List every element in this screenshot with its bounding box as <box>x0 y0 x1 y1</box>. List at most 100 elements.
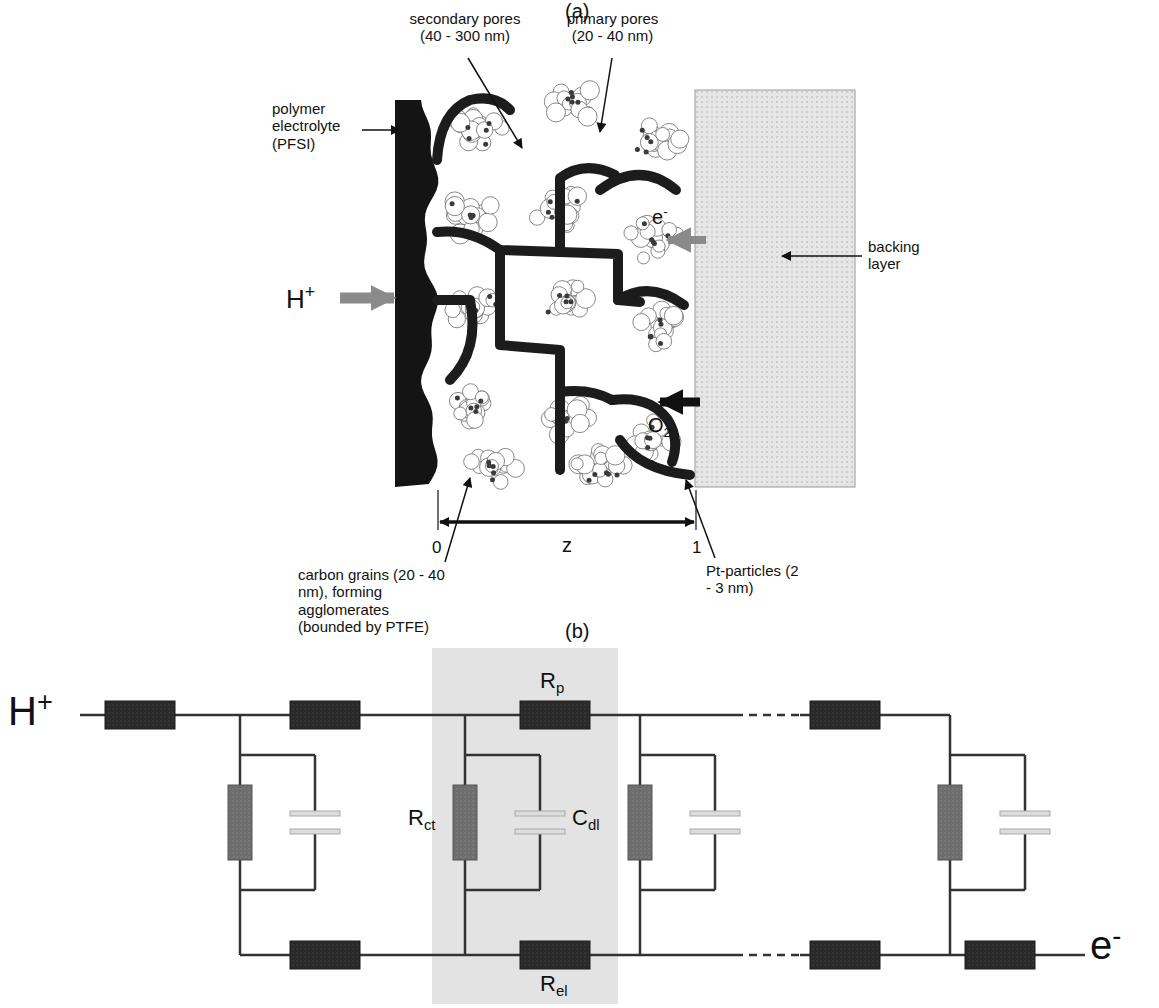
text-index: + <box>37 686 53 717</box>
pt-particle <box>565 97 570 102</box>
pt-particle <box>640 128 645 133</box>
text-index: dl <box>588 816 600 833</box>
carbon-agglomerate <box>635 118 689 160</box>
leader-line <box>686 480 715 558</box>
carbon-grain <box>593 463 607 477</box>
panel-letter: (b) <box>565 620 589 643</box>
carbon-grain <box>475 391 488 404</box>
coordinate-label: 0 <box>432 538 441 558</box>
wire <box>640 754 715 757</box>
text-index: - <box>1112 920 1121 951</box>
carbon-grain <box>561 297 573 309</box>
wire <box>950 754 1025 757</box>
component-label: Rp <box>540 668 564 697</box>
pt-particle <box>484 128 489 133</box>
wire <box>714 830 717 890</box>
resistor-symbol <box>290 701 360 729</box>
capacitor-plate <box>515 829 565 834</box>
carbon-grain <box>662 222 677 237</box>
electron-flux-arrow <box>668 236 706 244</box>
capacitor-plate <box>1000 811 1050 816</box>
pt-particle <box>474 404 479 409</box>
pt-particle <box>469 215 474 220</box>
wire <box>640 889 715 892</box>
pt-particle <box>575 100 580 105</box>
leader-line <box>600 58 612 132</box>
pt-particle <box>575 199 580 204</box>
dimension-tick <box>437 490 438 530</box>
carbon-grain <box>485 460 498 473</box>
resistor-symbol <box>290 941 360 969</box>
leader-line <box>445 478 470 562</box>
text-main: R <box>408 805 424 830</box>
part-label: carbon grains (20 - 40 nm), forming aggl… <box>298 566 450 635</box>
pt-particle <box>645 435 650 440</box>
thickness-dimension <box>440 521 694 524</box>
resistor-symbol <box>810 701 880 729</box>
text-main: R <box>540 668 556 693</box>
text-index: 2 <box>664 425 672 440</box>
pt-particle <box>478 398 483 403</box>
charge-transfer-resistor <box>228 785 252 860</box>
component-label: Rel <box>540 971 568 1000</box>
pt-particle <box>455 396 460 401</box>
wire <box>1024 755 1027 815</box>
part-label: Pt-particles (2 - 3 nm) <box>706 562 801 597</box>
pt-particle <box>450 201 455 206</box>
transmission-line-circuit <box>80 648 1085 1004</box>
thickness-dimension <box>440 521 694 524</box>
wire <box>735 954 800 957</box>
wire <box>240 754 315 757</box>
pt-particle <box>658 318 663 323</box>
carbon-grain <box>595 452 607 464</box>
oxygen-flux-arrow <box>660 398 700 407</box>
pt-particle <box>648 139 653 144</box>
carbon-grain <box>480 458 499 477</box>
carbon-grain <box>467 412 484 429</box>
dimension-tick <box>695 490 696 530</box>
ionomer-strand <box>620 440 690 475</box>
text-index: - <box>663 204 668 219</box>
text-main: e <box>1090 923 1112 967</box>
carbon-grain <box>633 314 650 331</box>
carbon-grain <box>493 475 508 490</box>
pt-particle <box>615 472 620 477</box>
carbon-agglomerate <box>464 448 525 489</box>
wire <box>1024 830 1027 890</box>
pt-particle <box>645 445 650 450</box>
charge-transfer-resistor <box>628 785 652 860</box>
pt-particle <box>564 293 569 298</box>
pt-particle <box>587 478 592 483</box>
pt-particle <box>645 135 650 140</box>
pt-particle <box>642 221 647 226</box>
wire <box>465 754 540 757</box>
text-main: O <box>648 414 664 436</box>
ionomer-strand <box>600 175 676 190</box>
carbon-grain <box>476 122 492 138</box>
wire <box>465 889 540 892</box>
pt-particle <box>644 149 649 154</box>
pt-particle <box>569 90 574 95</box>
proton-flux-arrow <box>340 293 394 304</box>
catalyst-layer-sketch <box>340 58 862 562</box>
pt-particle <box>649 237 654 242</box>
wire <box>950 889 1025 892</box>
pt-particle <box>564 299 569 304</box>
pt-particle <box>468 405 473 410</box>
ionomer-strand <box>437 98 510 160</box>
carbon-grain <box>479 213 498 232</box>
pt-particle <box>568 299 573 304</box>
resistor-symbol <box>105 701 175 729</box>
pt-particle <box>658 341 663 346</box>
wire <box>735 714 800 717</box>
text-main: H <box>286 284 305 314</box>
carbon-grain <box>571 414 589 432</box>
pt-particle <box>486 460 491 465</box>
component-label: Rct <box>408 805 436 834</box>
text-index: p <box>556 679 564 696</box>
carbon-grain <box>578 107 597 126</box>
species-label: e- <box>652 204 668 229</box>
capacitor-plate <box>290 829 340 834</box>
part-label: polymer electrolyte (PFSI) <box>272 100 357 152</box>
